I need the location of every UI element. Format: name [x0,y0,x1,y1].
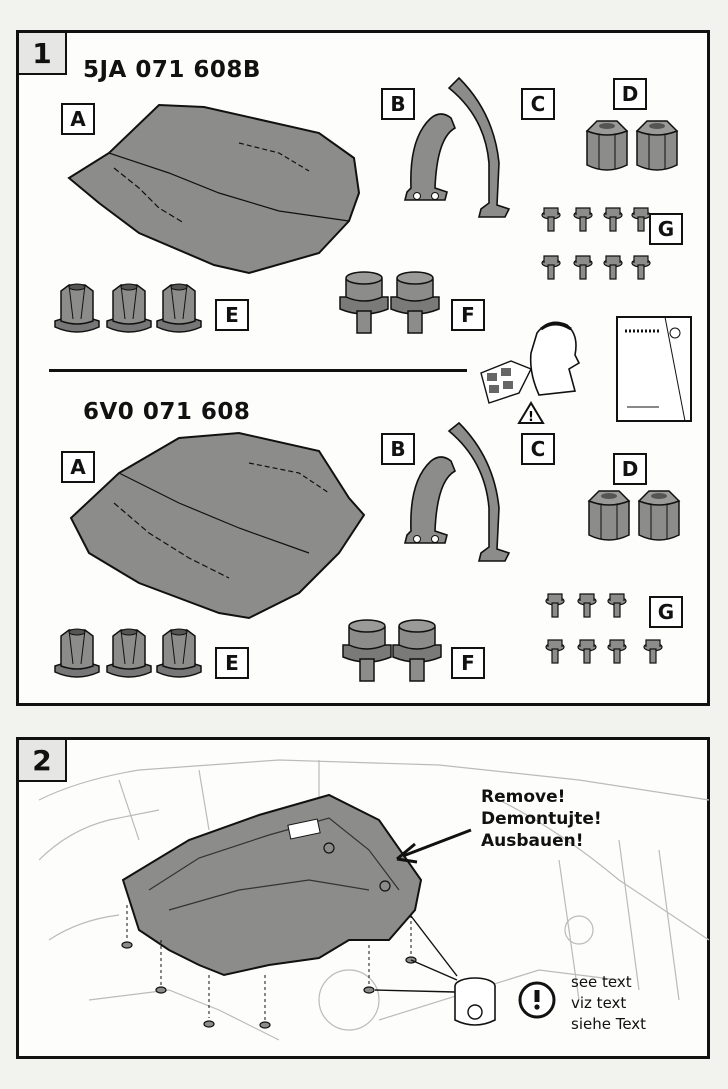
label-d-bottom: D [613,453,647,485]
part-number-bottom: 6V0 071 608 [83,399,251,425]
see-text-cz: viz text [571,994,627,1012]
label-c-bottom: C [521,433,555,465]
label-e-bottom: E [215,647,249,679]
see-text-en: see text [571,973,632,991]
arrow-icon [396,828,472,864]
step-1-panel: 1 [16,30,710,706]
manual-reading-icon [480,321,581,404]
remove-line-en: Remove! [481,787,566,807]
see-text-note: see text viz text siehe Text [571,972,646,1035]
label-e-top: E [215,299,249,331]
remove-callout: Remove! Demontujte! Ausbauen! [481,786,602,852]
warning-icon: ! [517,401,545,425]
step-number: 2 [19,740,67,782]
remove-line-de: Ausbauen! [481,831,584,851]
step-number: 1 [19,33,67,75]
step-1-illustrations: ! [54,76,692,682]
manual-booklet-icon [616,316,692,422]
step-2-panel: 2 Remove! Demontujte! Ausbauen! see text… [16,737,710,1059]
exclamation-icon [518,981,556,1019]
label-f-top: F [451,299,485,331]
svg-text:!: ! [528,410,534,425]
label-b-bottom: B [381,433,415,465]
remove-line-cz: Demontujte! [481,809,602,829]
label-d-top: D [613,78,647,110]
label-a-top: A [61,103,95,135]
kit-divider [49,369,467,372]
step-2-illustration [38,759,710,1041]
label-b-top: B [381,88,415,120]
label-g-top: G [649,213,683,245]
label-f-bottom: F [451,647,485,679]
label-c-top: C [521,88,555,120]
see-text-de: siehe Text [571,1015,647,1033]
label-g-bottom: G [649,596,683,628]
part-number-top: 5JA 071 608B [83,57,261,83]
label-a-bottom: A [61,451,95,483]
grease-jar-icon [454,977,496,1026]
